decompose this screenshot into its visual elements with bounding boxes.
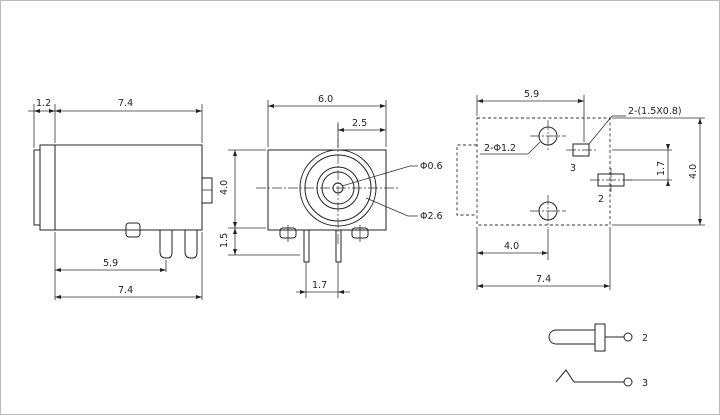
front-dim-pin-pitch: 1.7 <box>312 280 327 291</box>
legend-pin-3: 3 <box>642 378 648 389</box>
footprint-pin-2: 2 <box>598 194 604 205</box>
footprint-dim-slot-spacing: 1.7 <box>656 161 667 176</box>
front-view: 6.0 2.5 4.0 1.5 1.7 Φ0.6 Φ2.6 <box>219 94 443 298</box>
footprint-dim-total: 7.4 <box>536 274 551 285</box>
front-label-hole-dia: Φ2.6 <box>420 211 443 222</box>
front-dim-height: 4.0 <box>219 180 230 195</box>
footprint-dim-top: 5.9 <box>524 89 539 100</box>
side-view: 1.2 7.4 5.9 7.4 <box>28 98 213 300</box>
pin-legend: 2 3 <box>548 323 648 389</box>
footprint-label-slots: 2-(1.5X0.8) <box>628 106 682 117</box>
footprint-label-holes: 2-Φ1.2 <box>484 143 516 154</box>
footprint-dim-hole-offset: 4.0 <box>504 241 519 252</box>
front-dim-width: 6.0 <box>318 94 333 105</box>
front-dim-base: 1.5 <box>219 233 230 248</box>
side-dim-body: 7.4 <box>118 98 133 109</box>
footprint-pin-3: 3 <box>570 163 576 174</box>
legend-pin-2: 2 <box>642 333 648 344</box>
side-dim-pin-span: 5.9 <box>103 258 118 269</box>
side-dim-total: 7.4 <box>118 285 133 296</box>
footprint-view: 3 2 2-Φ1.2 2-(1.5X0.8) 5.9 1.7 4.0 <box>456 89 705 290</box>
side-dim-front: 1.2 <box>36 98 51 109</box>
front-dim-center-offset: 2.5 <box>352 118 367 129</box>
footprint-dim-height: 4.0 <box>688 164 699 179</box>
front-label-pin-dia: Φ0.6 <box>420 161 443 172</box>
